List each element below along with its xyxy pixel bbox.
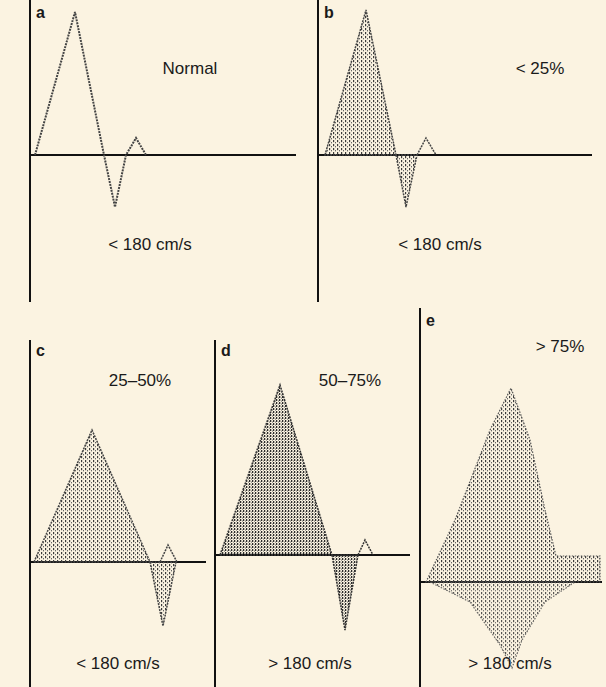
panel-letter: a <box>36 4 45 22</box>
velocity-label: < 180 cm/s <box>108 236 192 255</box>
stenosis-grade: < 25% <box>516 60 565 79</box>
velocity-label: < 180 cm/s <box>76 655 160 674</box>
velocity-label: < 180 cm/s <box>398 236 482 255</box>
waveform-b <box>325 10 436 207</box>
stenosis-grade: > 75% <box>536 338 585 357</box>
stenosis-grade: 25–50% <box>109 372 171 391</box>
panel-letter: c <box>36 342 45 360</box>
velocity-label: > 180 cm/s <box>468 655 552 674</box>
panel-c-axes <box>30 340 206 687</box>
panel-b-axes <box>318 0 592 302</box>
stenosis-grade: 50–75% <box>319 372 381 391</box>
velocity-label: > 180 cm/s <box>268 655 352 674</box>
waveform-d <box>220 385 373 630</box>
panel-a-axes <box>30 0 296 302</box>
panel-letter: b <box>324 4 334 22</box>
panel-d-axes <box>215 340 410 687</box>
panel-letter: e <box>426 312 435 330</box>
panel-e-axes <box>420 308 602 687</box>
normal-waveform <box>35 12 146 207</box>
waveform-e <box>426 388 600 668</box>
stenosis-grade: Normal <box>163 60 218 79</box>
waveform-c <box>34 430 177 626</box>
panel-letter: d <box>221 342 231 360</box>
